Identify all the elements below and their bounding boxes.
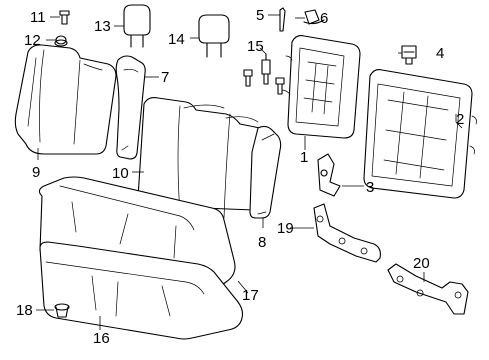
callout-2: 2	[456, 111, 464, 128]
callout-6: 6	[320, 10, 328, 27]
part-18-clip	[54, 303, 70, 318]
part-3-hinge-bracket	[317, 153, 341, 197]
callout-18: 18	[16, 302, 33, 319]
callout-17: 17	[242, 287, 259, 304]
part-19-hinge-assembly	[313, 203, 381, 263]
part-6-bracket	[303, 9, 325, 25]
callout-9: 9	[32, 164, 40, 181]
part-8-right-side-cushion	[249, 125, 282, 219]
part-14-headrest	[198, 14, 230, 58]
callout-10: 10	[112, 165, 129, 182]
callout-15: 15	[247, 38, 264, 55]
part-15-bolts	[243, 53, 285, 95]
callout-20: 20	[413, 255, 430, 272]
part-5-pin	[279, 7, 286, 32]
leader-lines	[36, 14, 463, 330]
callout-labels: 11 12 13 14 5 6 15 4 7 2 1 3 9 10 8 19 1…	[16, 7, 464, 347]
part-4-belt-buckle	[401, 45, 417, 65]
part-16-seat-cushion-cover	[39, 241, 244, 340]
callout-5: 5	[256, 7, 264, 24]
part-11-screw	[59, 10, 70, 25]
part-1-seatback-frame	[281, 35, 361, 139]
part-20-hinge-assembly	[387, 263, 469, 315]
callout-12: 12	[24, 32, 41, 49]
part-7-left-side-cushion	[115, 55, 146, 160]
part-13-headrest	[123, 4, 151, 48]
callout-1: 1	[300, 149, 308, 166]
part-12-grommet	[54, 35, 68, 47]
part-9-left-seatback	[14, 44, 117, 155]
callout-13: 13	[94, 18, 111, 35]
callout-16: 16	[93, 330, 110, 347]
callout-7: 7	[161, 69, 169, 86]
callout-11: 11	[30, 9, 46, 26]
callout-19: 19	[277, 220, 294, 237]
callout-14: 14	[168, 31, 185, 48]
callout-3: 3	[366, 179, 374, 196]
part-2-seatback-frame	[363, 69, 477, 199]
callout-4: 4	[436, 45, 444, 62]
callout-8: 8	[258, 234, 266, 251]
